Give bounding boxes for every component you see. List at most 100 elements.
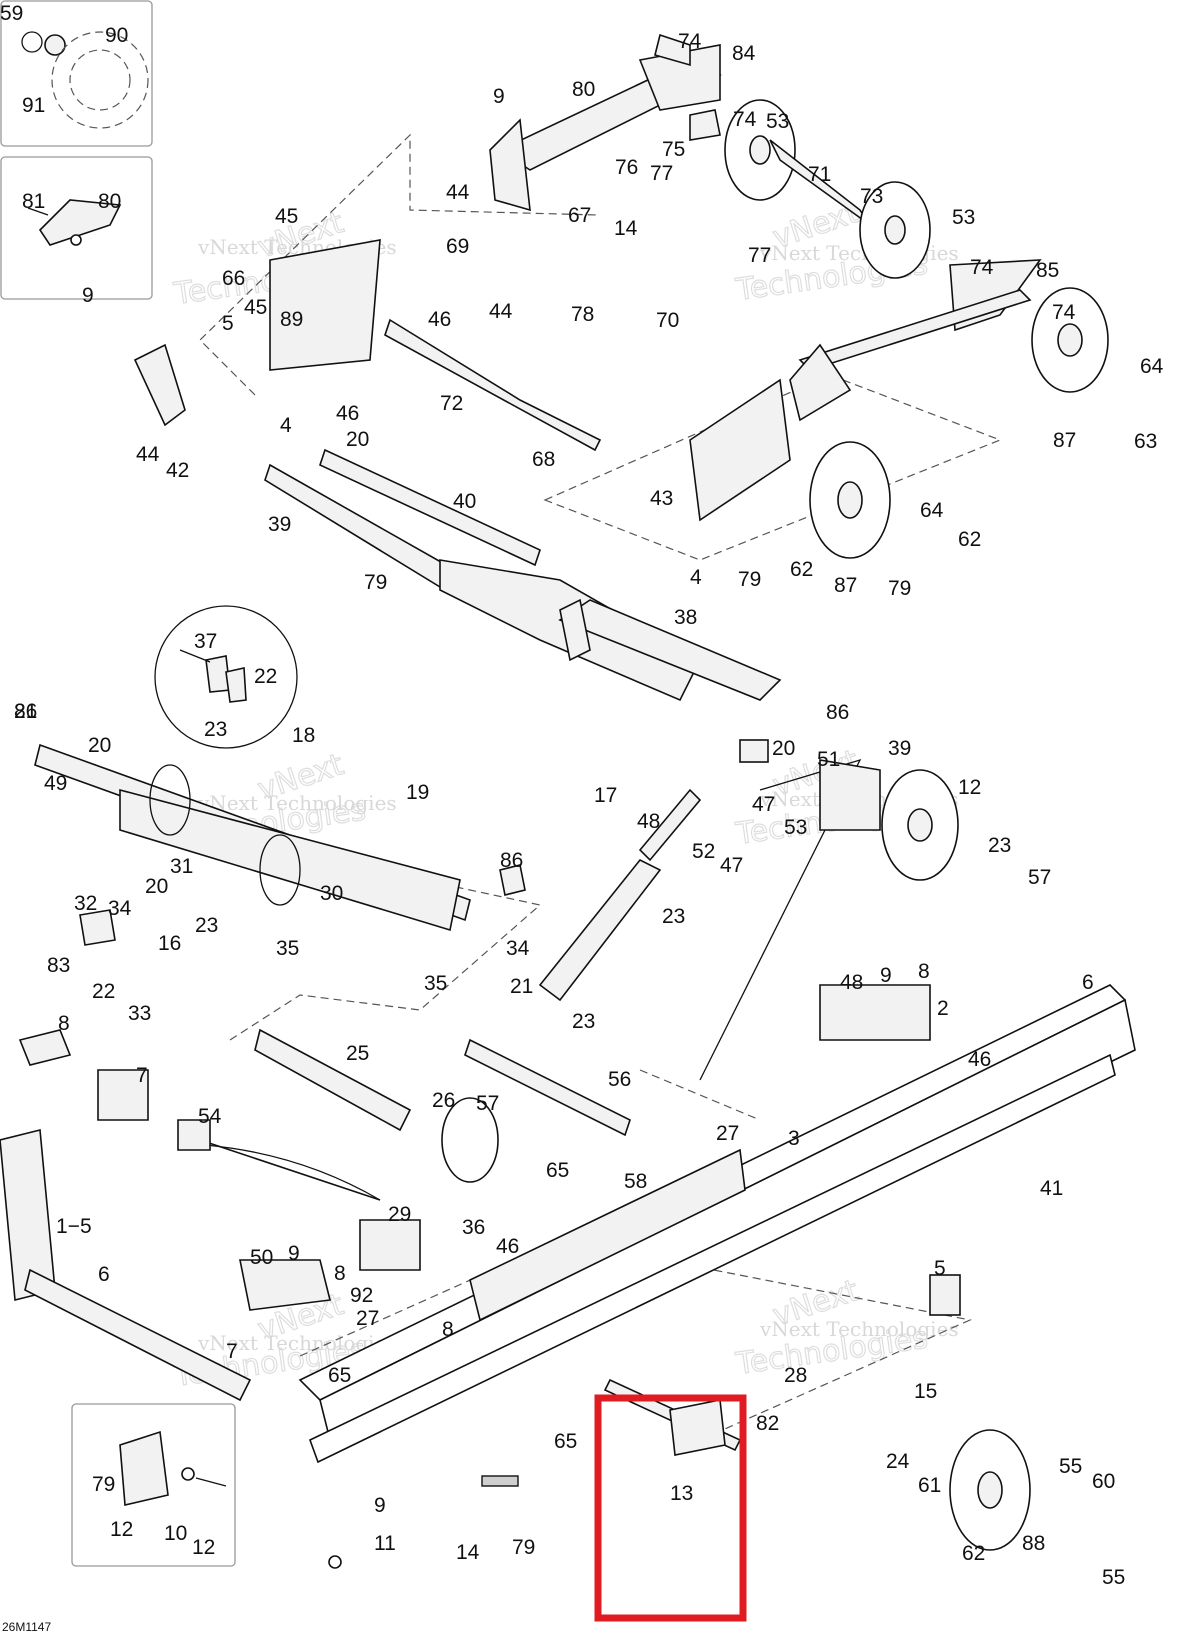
callout-label: 92 [350,1284,373,1307]
callout-label: 84 [732,42,756,65]
callout-label: 28 [784,1364,807,1387]
callout-label: 63 [1134,430,1157,453]
callout-label: 87 [834,574,857,597]
callout-label: 86 [826,701,849,724]
callout-label: 79 [92,1473,115,1496]
callout-label: 13 [670,1482,693,1505]
callout-label: 65 [328,1364,351,1387]
callout-label: 14 [456,1541,480,1564]
callout-label: 12 [192,1536,215,1559]
callout-label: 46 [336,402,359,425]
diagram-code: 26M1147 [2,1620,51,1634]
callout-label: 33 [128,1002,151,1025]
callout-label: 39 [268,513,291,536]
callout-label: 53 [952,206,975,229]
callout-label: 19 [406,781,429,804]
callout-label: 9 [493,85,505,108]
callout-label: 37 [194,630,217,653]
callout-label: 72 [440,392,463,415]
callout-label: 43 [650,487,673,510]
callout-label: 44 [136,443,160,466]
callout-label: 59 [0,2,23,25]
callout-label: 2 [937,997,949,1020]
callout-label: 74 [1052,301,1076,324]
callout-label: 20 [346,428,369,451]
callout-label: 29 [388,1203,411,1226]
inset-circle-detail [154,605,298,749]
callout-label: 34 [108,897,132,920]
callout-label: 62 [962,1542,985,1565]
callout-label: 62 [958,528,981,551]
front-arm-assembly [0,743,959,1402]
callout-label: 26 [432,1089,455,1112]
callout-label: 74 [678,30,702,53]
callout-label: 79 [512,1536,535,1559]
callout-label: 45 [244,296,267,319]
callout-label: 21 [510,975,533,998]
callout-label: 70 [656,309,679,332]
callout-label: 53 [784,816,807,839]
callout-label: 31 [170,855,193,878]
callout-label: 23 [195,914,218,937]
callout-label: 47 [752,793,775,816]
inset-top-left [0,0,153,147]
callout-label: 30 [320,882,343,905]
callout-label: 77 [650,162,673,185]
callout-label: 86 [14,700,37,723]
callout-label: 4 [280,414,292,437]
callout-label: 14 [614,217,638,240]
callout-label: 8 [442,1318,454,1341]
callout-label: 85 [1036,259,1059,282]
callout-label: 45 [275,205,298,228]
callout-label: 39 [888,737,911,760]
callout-label: 64 [920,499,944,522]
callout-label: 57 [476,1092,499,1115]
slide-rails [298,984,1136,1569]
callout-label: 5 [222,312,234,335]
callout-label: 35 [424,972,447,995]
callout-label: 21 [14,700,37,723]
callout-label: 48 [840,971,863,994]
callout-label: 86 [500,849,523,872]
callout-label: 51 [817,748,840,771]
callout-label: 55 [1102,1566,1125,1589]
callout-label: 8 [58,1012,70,1035]
callout-label: 48 [637,810,660,833]
callout-label: 4 [690,566,702,589]
callout-label: 68 [532,448,555,471]
callout-label: 60 [1092,1470,1115,1493]
callout-label: 44 [446,181,470,204]
callout-label: 90 [105,24,128,47]
callout-label: 81 [22,190,45,213]
callout-label: 20 [88,734,111,757]
callout-label: 57 [1028,866,1051,889]
callout-label: 32 [74,892,97,915]
callout-label: 83 [47,954,70,977]
callout-label: 62 [790,558,813,581]
callout-label: 23 [988,834,1011,857]
callout-label: 75 [662,138,685,161]
callout-label: 11 [374,1532,396,1555]
callout-label: 79 [888,577,911,600]
callout-label: 7 [136,1064,148,1087]
callout-label: 9 [288,1242,300,1265]
callout-label: 58 [624,1170,647,1193]
callout-label: 16 [158,932,181,955]
callout-label: 46 [428,308,451,331]
callout-label: 20 [145,875,168,898]
callout-label: 23 [204,718,227,741]
callout-label: 44 [489,300,513,323]
callout-label: 76 [615,156,638,179]
callout-label: 36 [462,1216,485,1239]
callout-label: 88 [1022,1532,1045,1555]
callout-label: 23 [572,1010,595,1033]
callout-label: 65 [546,1159,569,1182]
callout-label: 25 [346,1042,369,1065]
callout-label: 46 [968,1048,991,1071]
callout-label: 53 [766,110,789,133]
callout-label: 74 [733,108,757,131]
callout-label: 9 [82,284,94,307]
callout-label: 8 [918,960,930,983]
callout-label: 61 [918,1474,941,1497]
